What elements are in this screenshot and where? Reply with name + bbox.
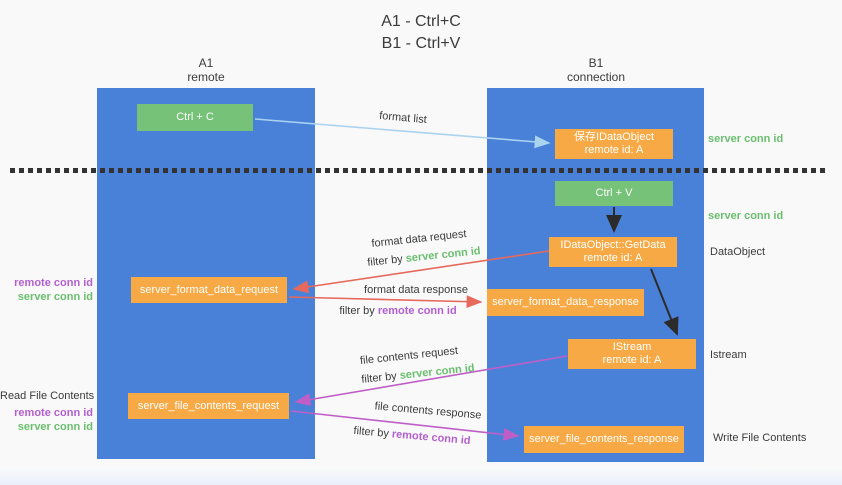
node-getdata-line1: IDataObject::GetData [560,239,666,251]
label-server-conn-id-top: server conn id [708,133,784,145]
node-ctrl-c-label: Ctrl + C [176,111,214,123]
node-ctrl-v: Ctrl + V [555,181,673,206]
node-istream-line2: remote id: A [602,354,662,366]
node-server-format-data-request: server_format_data_request [131,277,287,303]
lane-b1-name: B1 [588,56,604,70]
node-istream: IStream remote id: A [568,339,696,369]
node-getdata-line2: remote id: A [583,252,643,264]
title-line-1: A1 - Ctrl+C [381,13,461,30]
node-server-file-contents-request-label: server_file_contents_request [137,399,280,412]
edge-label-filter-file-request: filter by server conn id [361,362,475,386]
label-istream: Istream [710,349,747,361]
node-server-format-data-response: server_format_data_response [487,289,644,316]
edge-label-format-data-response: format data response [364,284,468,296]
node-server-file-contents-response: server_file_contents_response [524,426,684,453]
label-remote-conn-id-mid: remote conn id [14,277,93,289]
arrow-format-data-response [288,295,483,309]
title-line-2: B1 - Ctrl+V [381,35,461,52]
dotted-divider [10,168,826,173]
label-server-conn-id-left-bottom: server conn id [17,421,93,433]
edge-label-filter-format-response: filter by remote conn id [339,305,456,317]
label-remote-conn-id-bottom: remote conn id [14,407,93,419]
filter-key-server-conn-id: server conn id [399,362,476,382]
node-server-format-data-response-label: server_format_data_response [492,296,639,308]
node-idataobject-getdata: IDataObject::GetData remote id: A [549,237,677,267]
filter-key-remote-conn-id: remote conn id [377,305,457,317]
node-ctrl-c: Ctrl + C [137,104,253,131]
edge-label-file-contents-response: file contents response [374,400,482,422]
filter-key-remote-conn-id: remote conn id [391,428,471,448]
edge-label-file-contents-request: file contents request [359,344,459,368]
label-read-file-contents: Read File Contents [0,390,95,402]
label-write-file-contents: Write File Contents [713,432,807,444]
label-dataobject: DataObject [710,246,766,258]
node-istream-line1: IStream [612,341,652,353]
bottom-fade [0,469,842,485]
filter-prefix: filter by [366,252,407,269]
lane-header-b1: B1 connection [536,56,656,84]
node-server-format-data-request-label: server_format_data_request [139,283,279,296]
lane-header-a1: A1 remote [146,56,266,84]
node-server-file-contents-response-label: server_file_contents_response [529,433,679,445]
node-save-idataobject-line1: 保存IDataObject [573,131,655,143]
label-server-conn-id-left-mid: server conn id [17,291,93,303]
filter-key-server-conn-id: server conn id [405,245,482,265]
filter-prefix: filter by [353,424,393,441]
label-server-conn-id-mid: server conn id [708,210,784,222]
edge-label-filter-file-response: filter by remote conn id [353,425,471,447]
node-save-idataobject: 保存IDataObject remote id: A [555,129,673,159]
node-ctrl-v-label: Ctrl + V [595,187,633,199]
lane-b1-role: connection [566,70,626,84]
filter-prefix: filter by [360,369,401,386]
edge-label-format-data-request: format data request [370,228,468,250]
diagram-title: A1 - Ctrl+C B1 - Ctrl+V [0,11,842,55]
lane-a1-role: remote [187,70,225,84]
node-server-file-contents-request: server_file_contents_request [128,393,289,419]
lane-a1-name: A1 [198,56,214,70]
filter-prefix: filter by [339,305,378,317]
edge-label-format-list: format list [378,109,428,127]
node-save-idataobject-line2: remote id: A [584,144,644,156]
